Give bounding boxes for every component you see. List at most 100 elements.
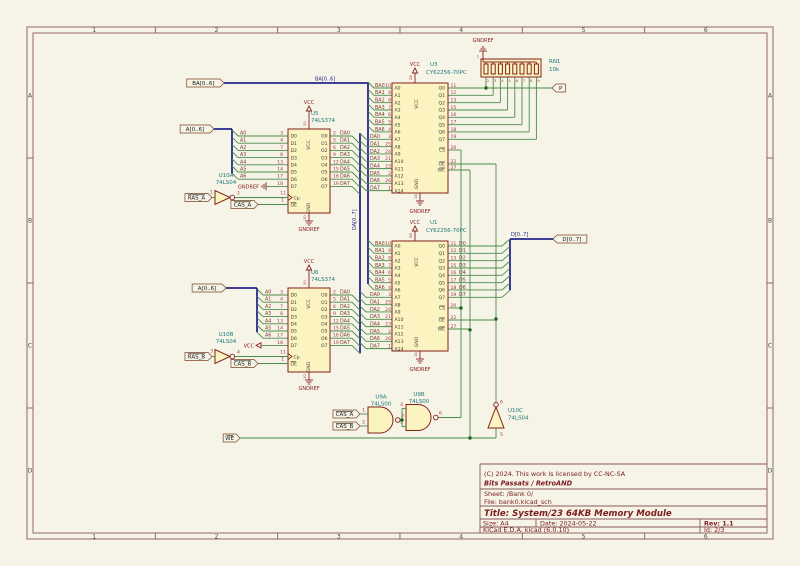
- global-label-A[0..6][interactable]: A[0..6]: [198, 286, 217, 292]
- bus-entry[interactable]: [351, 330, 361, 340]
- bus-entry[interactable]: [367, 118, 375, 125]
- bus-entry[interactable]: [367, 96, 375, 103]
- bus-entry[interactable]: [359, 140, 367, 147]
- global-label-shape-RAS_B[interactable]: [184, 352, 213, 361]
- global-label-shape-A[0..6][interactable]: [179, 124, 215, 134]
- bus-entry[interactable]: [231, 129, 239, 137]
- ic-body-U1[interactable]: [391, 240, 449, 352]
- refdes[interactable]: U9B: [413, 392, 425, 398]
- global-label-CAS_B[interactable]: CAS_B: [234, 362, 252, 368]
- bus-entry[interactable]: [359, 298, 367, 305]
- bus-entry[interactable]: [351, 164, 361, 174]
- refdes[interactable]: U9A: [375, 395, 387, 401]
- inverter-U10A[interactable]: [214, 189, 232, 206]
- bus-entry[interactable]: [351, 294, 361, 304]
- bus-entry[interactable]: [367, 125, 375, 133]
- refdes[interactable]: U10C: [508, 408, 523, 414]
- bus-entry[interactable]: [359, 305, 367, 313]
- global-label-shape-RAS_A[interactable]: [184, 193, 213, 202]
- bus-entry[interactable]: [256, 288, 264, 296]
- global-label-CAS_A[interactable]: CAS_A: [234, 203, 252, 209]
- global-label-CAS_A[interactable]: CAS_A: [336, 412, 354, 418]
- bus-entry[interactable]: [231, 151, 239, 158]
- ic-body-U6[interactable]: [287, 287, 331, 373]
- bus-entry[interactable]: [501, 253, 511, 261]
- global-label-shape-D[0..7][interactable]: [552, 234, 588, 244]
- bus-entry[interactable]: [367, 269, 375, 276]
- bus-entry[interactable]: [359, 147, 367, 155]
- bus-entry[interactable]: [359, 154, 367, 162]
- bus-entry[interactable]: [231, 158, 239, 166]
- bus-entry[interactable]: [256, 324, 264, 332]
- global-label-shape-BA[0..6][interactable]: [186, 78, 225, 88]
- bus-entry[interactable]: [256, 295, 264, 303]
- global-label-D[0..7][interactable]: D[0..7]: [562, 237, 581, 243]
- bus-entry[interactable]: [359, 184, 367, 191]
- bus-entry[interactable]: [367, 247, 375, 254]
- global-label-RAS_B[interactable]: RAS_B: [188, 355, 206, 361]
- bus-entry[interactable]: [367, 261, 375, 269]
- bus-entry[interactable]: [501, 245, 511, 254]
- bus-entry[interactable]: [367, 81, 375, 89]
- bus-entry[interactable]: [359, 176, 367, 184]
- bus-entry[interactable]: [256, 303, 264, 310]
- global-label-shape-A[0..6][interactable]: [191, 283, 227, 293]
- refdes[interactable]: U3: [430, 62, 438, 68]
- bus-entry[interactable]: [351, 309, 361, 318]
- bus-entry[interactable]: [351, 171, 361, 181]
- bus-entry[interactable]: [367, 239, 375, 247]
- nand-gate-U9A[interactable]: [367, 406, 394, 434]
- nand-gate-U9B[interactable]: [405, 404, 432, 431]
- refdes[interactable]: RN1: [549, 59, 560, 65]
- bus-entry[interactable]: [256, 317, 264, 325]
- bus-entry[interactable]: [256, 331, 264, 339]
- bus-entry[interactable]: [359, 327, 367, 335]
- bus-entry[interactable]: [367, 111, 375, 118]
- bus-entry[interactable]: [231, 165, 239, 173]
- bus-entry[interactable]: [359, 312, 367, 320]
- bus-entry[interactable]: [351, 337, 361, 347]
- global-label-shape-CAS_B[interactable]: [332, 421, 361, 431]
- global-label-shape-CAS_A[interactable]: [230, 200, 259, 209]
- bus-entry[interactable]: [359, 162, 367, 169]
- global-label-A[0..6][interactable]: A[0..6]: [186, 127, 205, 133]
- ic-body-U5[interactable]: [287, 128, 331, 214]
- bus-entry[interactable]: [231, 172, 239, 180]
- bus-entry[interactable]: [359, 320, 367, 327]
- bus-entry[interactable]: [501, 267, 511, 276]
- refdes[interactable]: U6: [311, 270, 319, 276]
- inverter-U10C[interactable]: [487, 405, 505, 429]
- global-label-WE[interactable]: WE: [225, 436, 234, 442]
- bus-entry[interactable]: [231, 136, 239, 144]
- inverter-U10B[interactable]: [214, 348, 232, 365]
- global-label-shape-P[interactable]: [551, 83, 566, 93]
- bus-entry[interactable]: [367, 254, 375, 261]
- global-label-shape-CAS_A[interactable]: [332, 409, 361, 419]
- refdes[interactable]: U5: [311, 111, 319, 117]
- resistor-network-RN1[interactable]: [480, 58, 542, 78]
- bus-entry[interactable]: [351, 186, 361, 195]
- bus-entry[interactable]: [359, 342, 367, 349]
- global-label-BA[0..6][interactable]: BA[0..6]: [192, 81, 214, 87]
- refdes[interactable]: U1: [430, 220, 438, 226]
- global-label-shape-WE[interactable]: [222, 433, 241, 443]
- bus-entry[interactable]: [351, 150, 361, 159]
- bus-entry[interactable]: [231, 144, 239, 151]
- bus-entry[interactable]: [359, 290, 367, 298]
- bus-entry[interactable]: [351, 142, 361, 152]
- bus-entry[interactable]: [351, 323, 361, 333]
- bus-entry[interactable]: [256, 310, 264, 317]
- bus-entry[interactable]: [351, 301, 361, 311]
- bus-entry[interactable]: [351, 157, 361, 166]
- bus-entry[interactable]: [367, 283, 375, 291]
- bus-entry[interactable]: [359, 132, 367, 140]
- bus-entry[interactable]: [501, 260, 511, 269]
- global-label-P[interactable]: P: [559, 86, 563, 92]
- global-label-CAS_B[interactable]: CAS_B: [336, 424, 354, 430]
- global-label-shape-CAS_B[interactable]: [230, 359, 259, 368]
- bus-entry[interactable]: [367, 103, 375, 111]
- vcc-symbol[interactable]: [411, 67, 419, 74]
- bus-entry[interactable]: [367, 276, 375, 283]
- bus-entry[interactable]: [367, 89, 375, 96]
- bus-entry[interactable]: [351, 316, 361, 325]
